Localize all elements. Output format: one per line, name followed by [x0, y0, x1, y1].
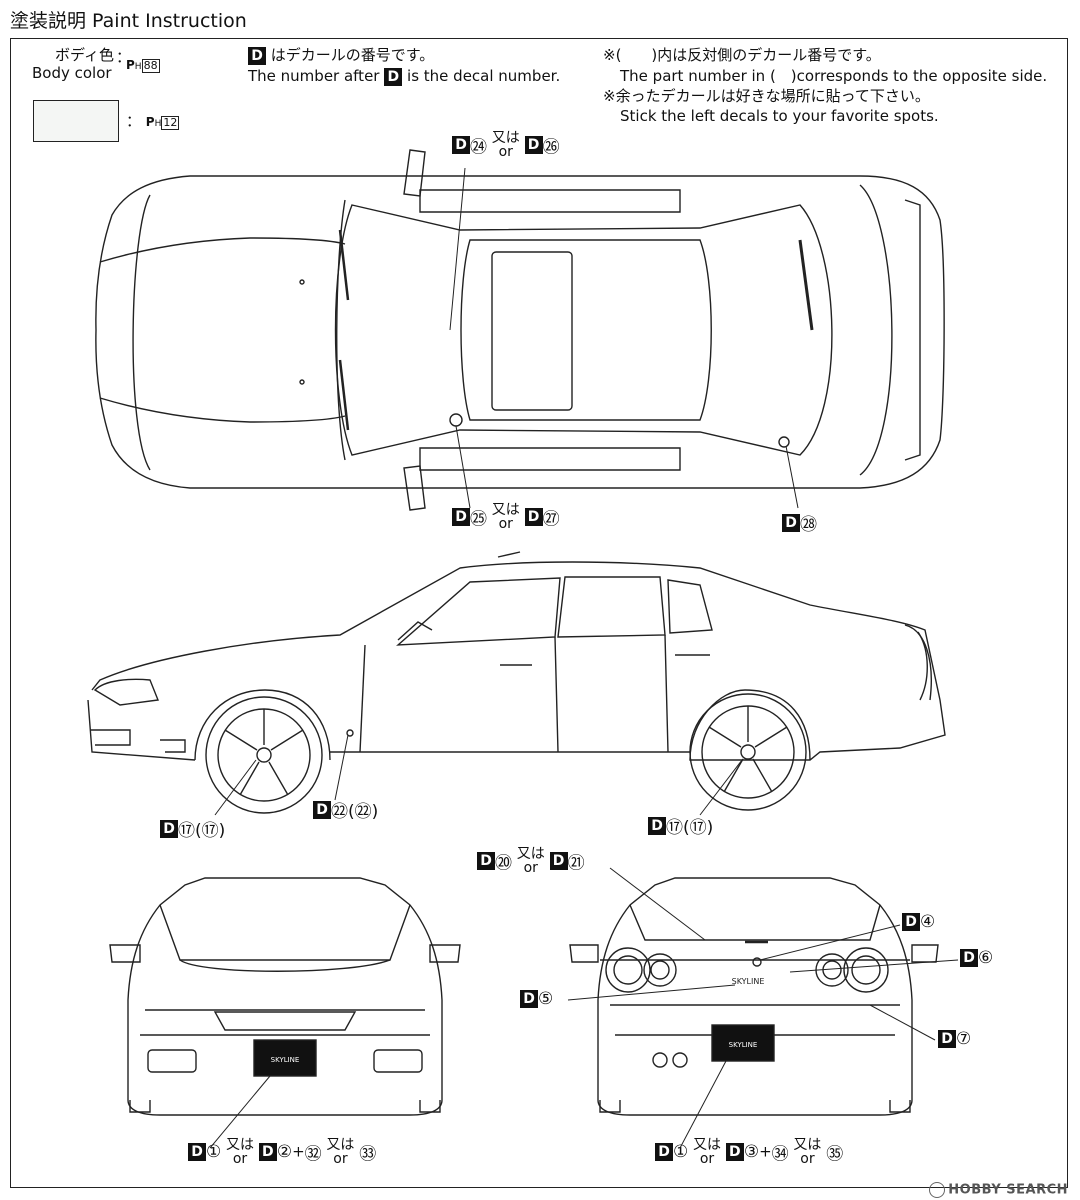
opposite-note-line2: The part number in ( )corresponds to the… — [620, 67, 1048, 85]
decal-note-line2: The number after D is the decal number. — [248, 67, 561, 86]
watermark-logo-icon — [929, 1182, 946, 1198]
instruction-frame — [10, 38, 1068, 1188]
side-view-car — [87, 551, 946, 816]
rear-plate-text: SKYLINE — [729, 1041, 758, 1049]
decal-note-line1: D はデカールの番号です。 — [248, 46, 434, 65]
opposite-note-line4: Stick the left decals to your favorite s… — [620, 107, 939, 125]
color-swatch — [33, 100, 119, 142]
body-color-label-en: Body color — [32, 64, 112, 82]
rear-view-car: SKYLINE SKYLINE — [567, 867, 959, 1149]
watermark: HOBBY SEARCH — [929, 1182, 1068, 1198]
rear-badge-text: SKYLINE — [732, 977, 765, 986]
body-color-colon: ： — [116, 48, 132, 66]
page-title: 塗装説明 Paint Instruction — [10, 10, 247, 32]
opposite-note-line1: ※( )内は反対側のデカール番号です。 — [603, 46, 881, 64]
opposite-note-line3: ※余ったデカールは好きな場所に貼って下さい。 — [603, 87, 930, 105]
body-color-label-jp: ボディ色 — [55, 46, 114, 64]
front-plate-text: SKYLINE — [271, 1056, 300, 1064]
top-view-car — [95, 149, 945, 511]
front-view-car: SKYLINE — [109, 877, 461, 1149]
